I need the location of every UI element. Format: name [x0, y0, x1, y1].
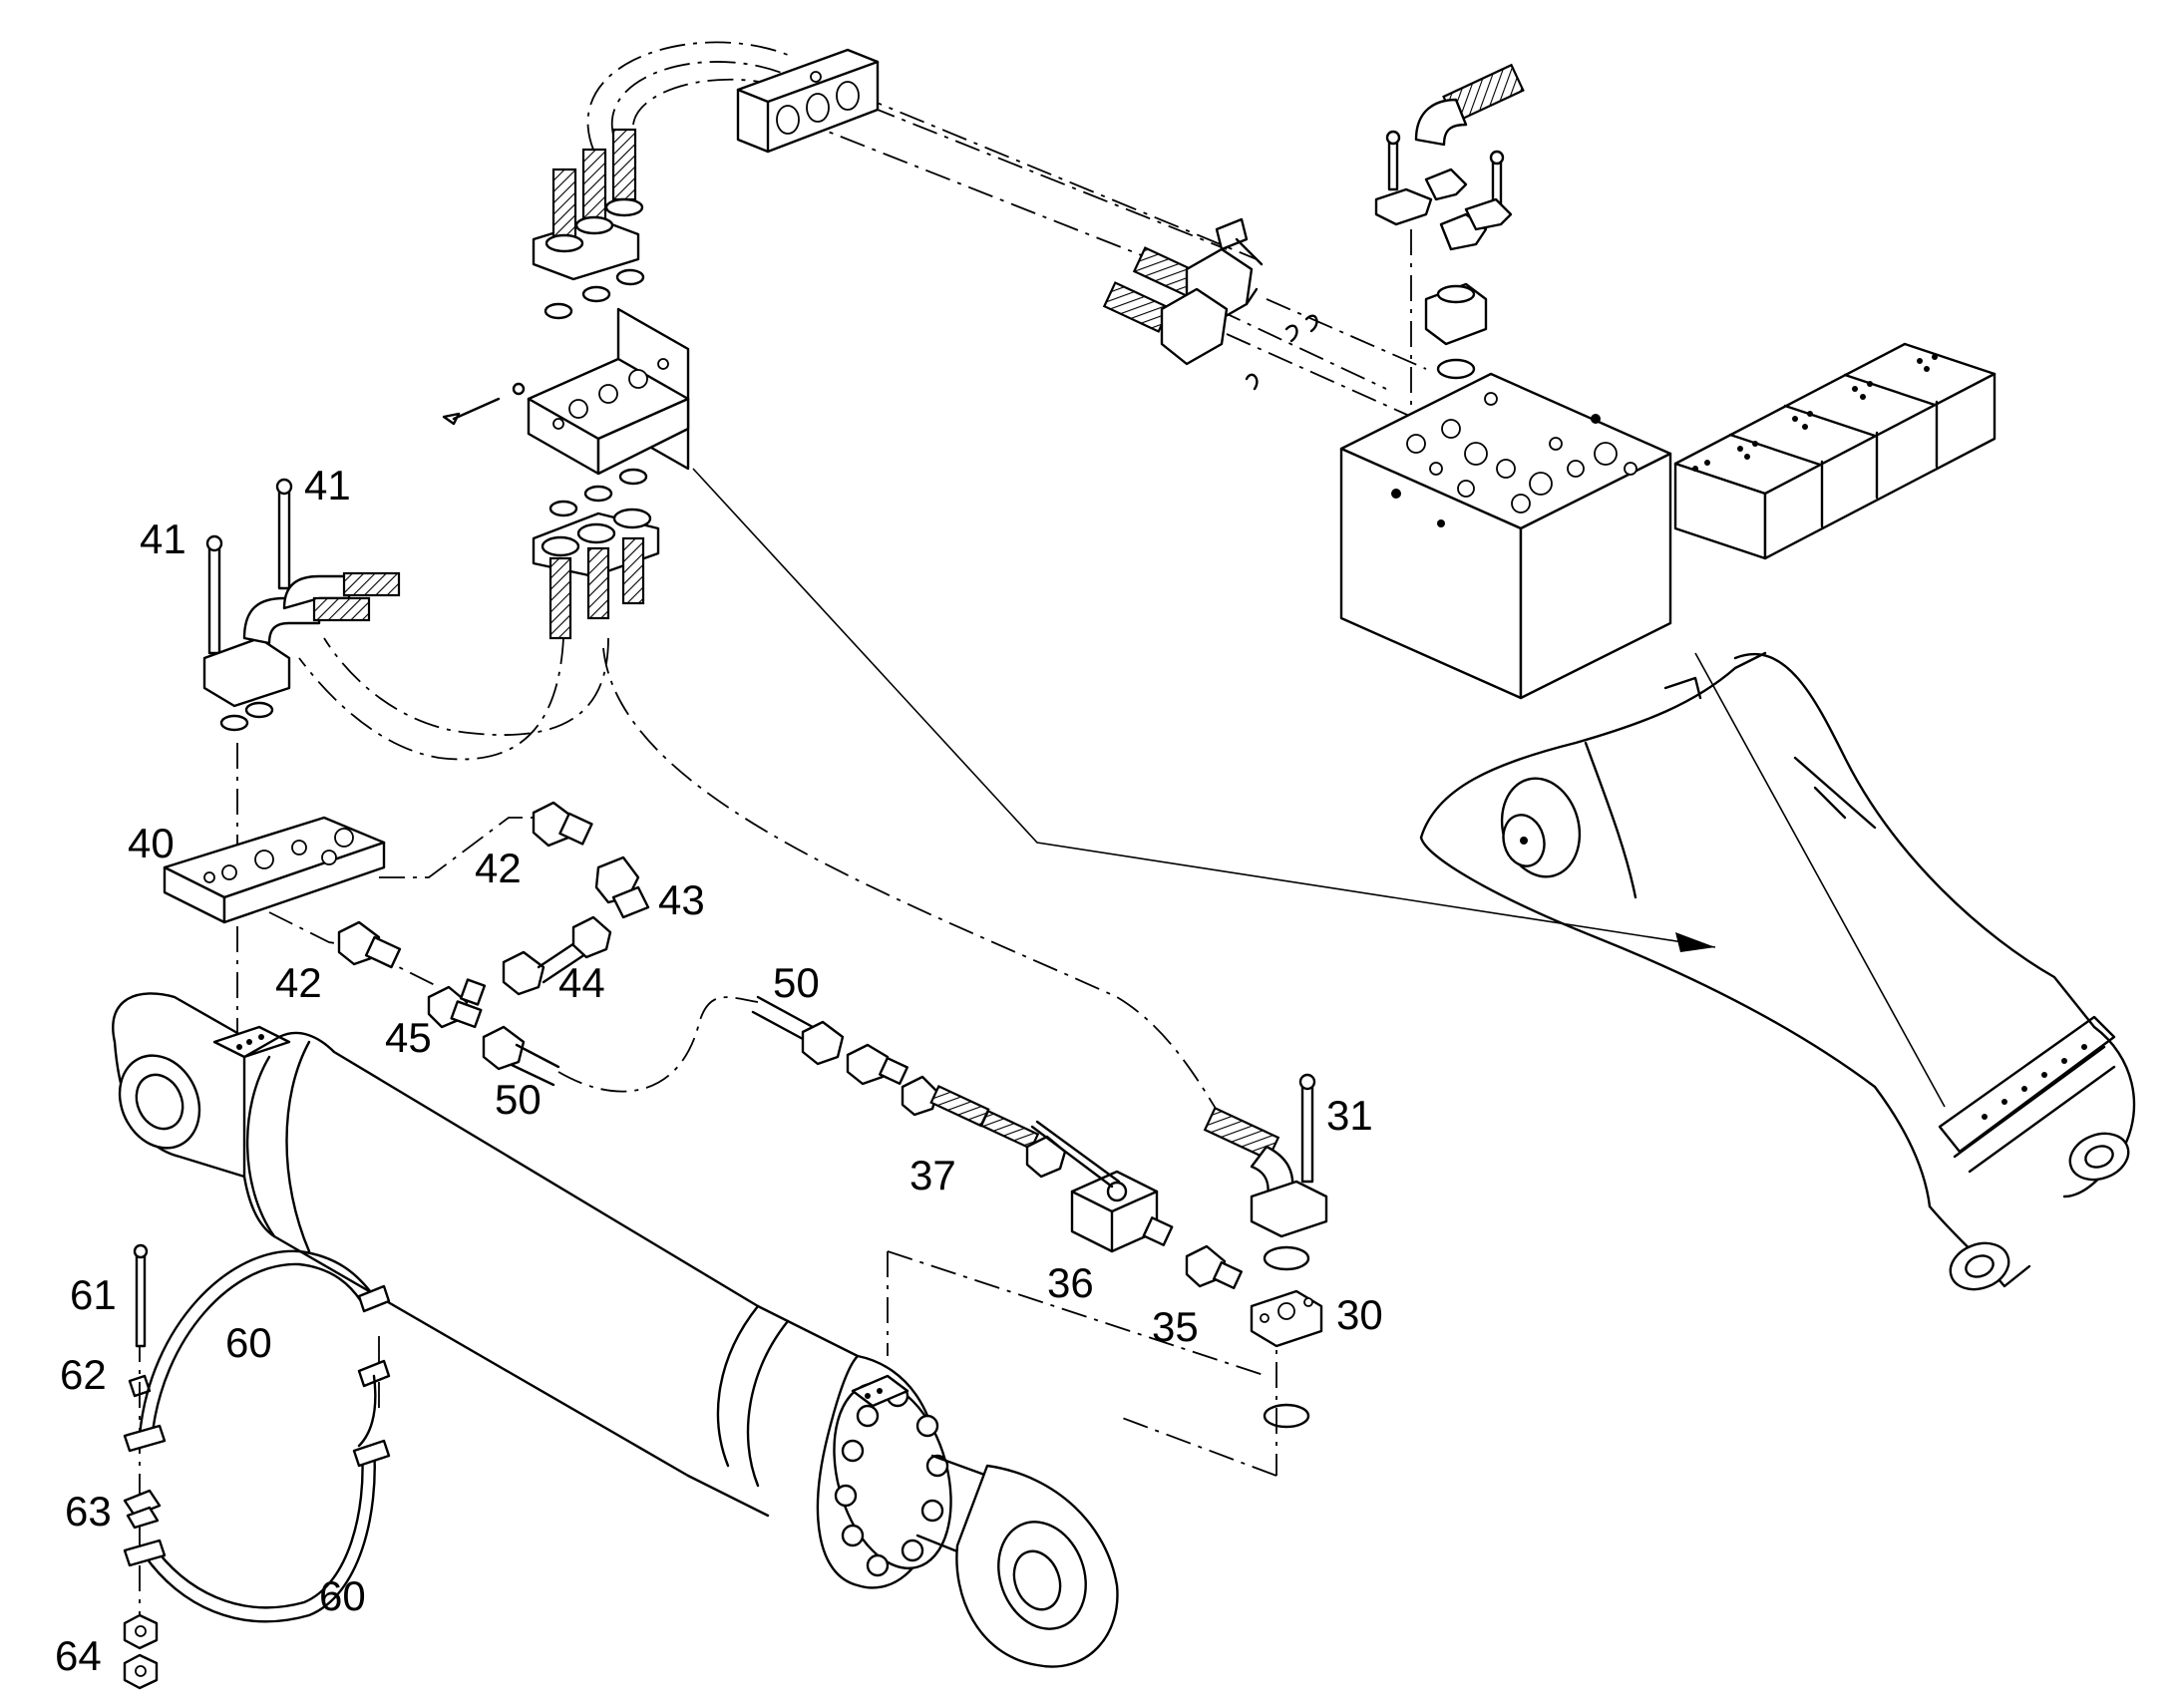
callout-62: 62	[60, 1351, 107, 1398]
split-flange-elbow	[1374, 63, 1525, 380]
control-valve-block	[1339, 372, 1672, 700]
adapter-plate	[163, 816, 386, 924]
left-elbow-assembly	[202, 478, 401, 732]
callout-41-right: 41	[304, 462, 351, 509]
hose-clamp-block	[736, 48, 880, 154]
callout-31: 31	[1326, 1092, 1373, 1139]
clamp-band-assembly	[123, 1243, 391, 1690]
callout-40: 40	[128, 820, 175, 866]
callout-36: 36	[1047, 1259, 1094, 1306]
valve-bank	[1673, 342, 1997, 560]
hose-line-right	[751, 995, 1243, 1290]
callout-42-lower: 42	[275, 959, 322, 1006]
callout-44: 44	[558, 959, 605, 1006]
callout-41-left: 41	[140, 515, 186, 562]
valve-fittings-top	[1102, 217, 1318, 391]
leader-line	[692, 468, 1946, 1108]
callout-37: 37	[909, 1152, 956, 1198]
upper-hose-adapters	[532, 128, 645, 320]
callout-43: 43	[658, 876, 705, 923]
callout-45: 45	[385, 1014, 432, 1061]
callout-35: 35	[1152, 1303, 1199, 1350]
boom-arm	[1419, 651, 2136, 1291]
hydraulic-cylinder	[112, 992, 1119, 1668]
callout-60-upper: 60	[225, 1319, 272, 1366]
callout-30: 30	[1336, 1291, 1383, 1338]
callout-50-left: 50	[495, 1076, 542, 1123]
lower-hose-adapters	[532, 508, 660, 640]
callout-60-lower: 60	[319, 1572, 366, 1619]
callout-42-upper: 42	[475, 845, 522, 891]
callout-61: 61	[70, 1271, 117, 1318]
callout-50-right: 50	[773, 959, 820, 1006]
callout-64: 64	[55, 1632, 102, 1679]
callout-63: 63	[65, 1488, 112, 1535]
mounting-bracket	[442, 307, 690, 517]
elbow-flange-right	[1203, 1073, 1328, 1429]
fittings-group	[337, 801, 650, 1087]
